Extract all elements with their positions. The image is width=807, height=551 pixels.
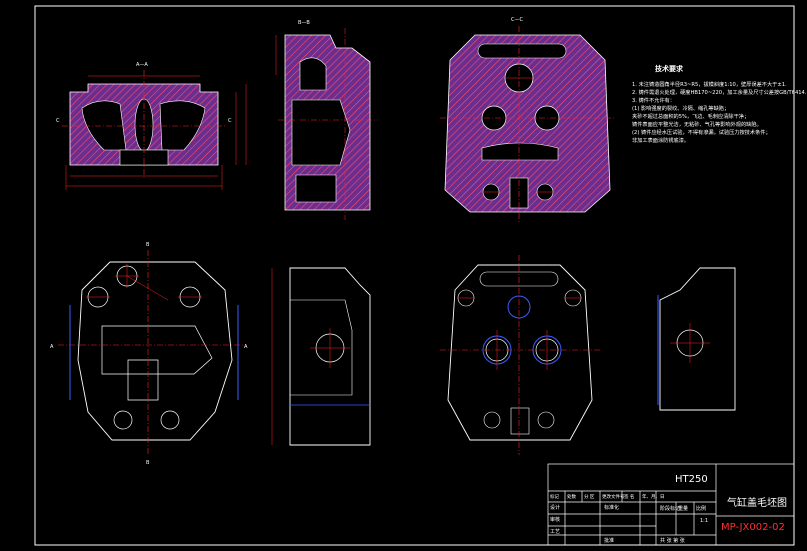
label-c-c: C—C — [511, 17, 523, 23]
sheet-text: 共 张 第 张 — [660, 538, 685, 544]
mark-a-left: A — [50, 344, 54, 350]
tech-req-line: 夹砂不超过总面积的5%，飞边、毛刺应清除干净； — [632, 114, 750, 120]
approve-label: 批准 — [604, 538, 615, 544]
drawing-name: 气缸盖毛坯图 — [727, 498, 787, 509]
title-block-row-label: 设计 — [550, 505, 561, 511]
material-text: HT250 — [675, 474, 708, 485]
side-view-left — [271, 267, 371, 446]
title-block-header-cell: 分 区 — [584, 495, 595, 500]
section-a-a-view: A—A C C — [56, 62, 247, 190]
title-block-row-label: 审核 — [550, 517, 561, 523]
std-label: 标准化 — [604, 505, 620, 511]
title-block-row-label: 工艺 — [550, 529, 561, 535]
scale-value: 1:1 — [700, 518, 709, 524]
tech-req-line: 非加工表面涂防锈底漆。 — [632, 138, 690, 144]
mark-a-right: A — [244, 344, 248, 350]
scale-label: 比例 — [696, 506, 707, 512]
mark-b-bottom: B — [146, 460, 150, 466]
mark-c-left: C — [56, 118, 60, 124]
section-c-c-view: C—C — [440, 17, 615, 222]
plan-view-left: B B A A — [50, 242, 248, 466]
label-b-b: B—B — [298, 20, 310, 26]
weight-label: 重量 — [678, 506, 689, 512]
stage-label: 阶段标记 — [660, 506, 681, 512]
tech-req-line: 2. 铸件需退火处理，硬度HB170~220，加工余量及尺寸公差按GB/T641… — [632, 90, 807, 96]
title-block — [547, 463, 795, 546]
tech-req-title: 技术要求 — [655, 65, 683, 73]
title-block-header-cell: 更改文件号 — [602, 495, 625, 500]
drawing-number: MP-JX002-02 — [721, 522, 785, 533]
tech-req-line: 1. 未注铸造圆角半径R3~R5，拔模斜度1:10，壁厚误差不大于±1. — [632, 82, 787, 88]
label-a-a: A—A — [136, 62, 148, 68]
tech-req-line: 3. 铸件不允许有： — [632, 98, 675, 104]
tech-req-line: (2) 铸件应经水压试验，不得有渗漏，试验压力按技术条件； — [632, 130, 771, 136]
drawing-frame — [34, 5, 795, 546]
title-block-header-cell: 处数 — [567, 495, 576, 500]
tech-req-line: 铸件表面应平整光洁，无粘砂、气孔等影响外观的缺陷。 — [632, 122, 762, 128]
title-block-header-cell: 年、月、日 — [642, 495, 665, 500]
mark-b-top: B — [146, 242, 150, 248]
title-block-header-cell: 标记 — [550, 495, 559, 500]
plan-view-right — [440, 255, 600, 455]
tech-req-line: (1) 影响强度的裂纹、冷隔、缩孔等缺陷； — [632, 106, 730, 112]
title-block-header-cell: 签 名 — [624, 495, 635, 500]
section-b-b-view: B—B — [275, 20, 378, 220]
mark-c-right: C — [228, 118, 232, 124]
side-view-right — [657, 267, 736, 411]
